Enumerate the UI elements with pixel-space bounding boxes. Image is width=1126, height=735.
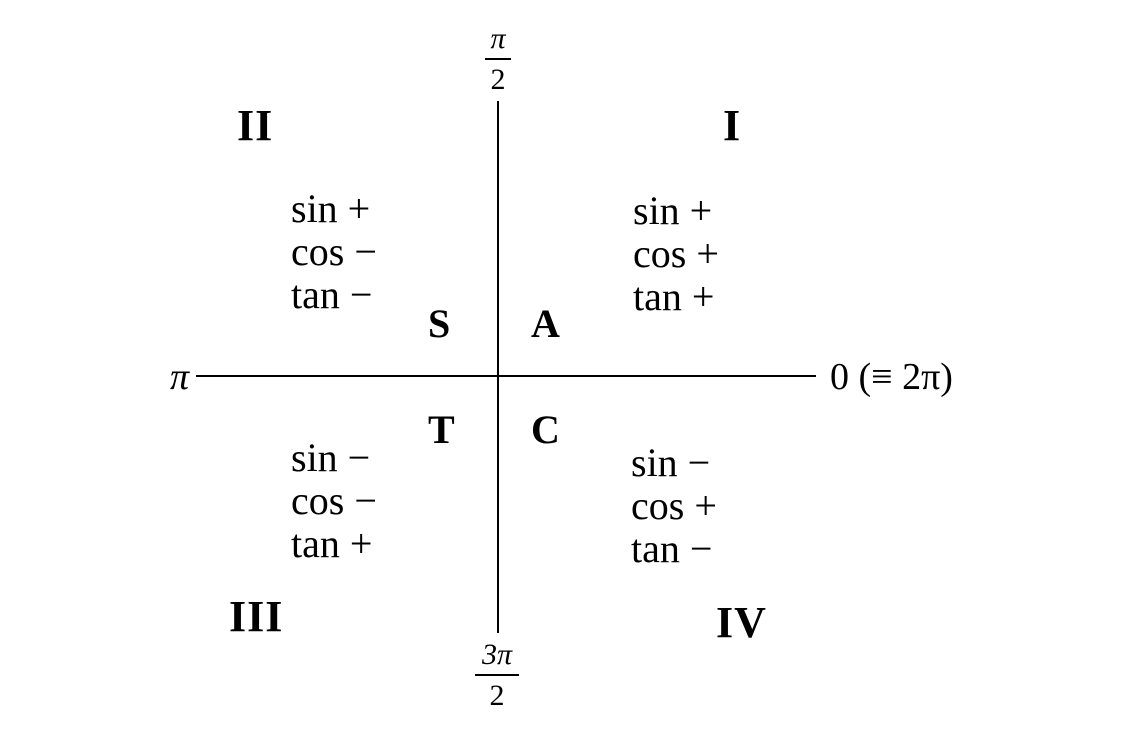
quadrant-I-sin: sin + <box>633 188 713 233</box>
quadrant-III-cos: cos − <box>291 478 377 523</box>
quadrant-II-tan: tan − <box>291 272 373 317</box>
axis-label-right: 0 (≡ 2π) <box>830 356 953 398</box>
quadrant-IV-sin: sin − <box>631 440 711 485</box>
quadrant-IV-signs: sin − cos + tan − <box>631 441 717 570</box>
quadrant-I-cos: cos + <box>633 231 719 276</box>
quadrant-II-sin: sin + <box>291 186 371 231</box>
axis-label-bottom: 3π 2 <box>475 640 519 711</box>
quadrant-III-letter: T <box>428 407 455 452</box>
quadrant-III-numeral: III <box>229 592 284 641</box>
quadrant-II-letter: S <box>428 301 451 346</box>
quadrant-III-sin: sin − <box>291 435 371 480</box>
fraction-bar <box>475 674 519 676</box>
axis-label-top-denominator: 2 <box>490 63 506 96</box>
quadrant-I-signs: sin + cos + tan + <box>633 189 719 318</box>
quadrant-II-numeral: II <box>237 101 274 150</box>
quadrant-II-cos: cos − <box>291 229 377 274</box>
quadrant-III-signs: sin − cos − tan + <box>291 436 377 565</box>
quadrant-IV-cos: cos + <box>631 483 717 528</box>
axis-label-left: π <box>170 356 190 398</box>
quadrant-II-signs: sin + cos − tan − <box>291 187 377 316</box>
axis-label-top-numerator: π <box>490 22 506 55</box>
quadrant-I-tan: tan + <box>633 274 715 319</box>
quadrant-I-numeral: I <box>723 101 742 150</box>
horizontal-axis <box>196 375 816 377</box>
quadrant-I-letter: A <box>531 301 560 346</box>
quadrant-III-tan: tan + <box>291 521 373 566</box>
quadrant-IV-numeral: IV <box>716 598 767 647</box>
quadrant-IV-tan: tan − <box>631 526 713 571</box>
fraction-bar <box>485 58 511 60</box>
axis-label-bottom-numerator: 3π <box>481 638 513 671</box>
axis-label-bottom-denominator: 2 <box>489 679 505 712</box>
axis-label-top: π 2 <box>485 24 511 95</box>
quadrant-IV-letter: C <box>531 407 560 452</box>
vertical-axis <box>497 101 499 633</box>
